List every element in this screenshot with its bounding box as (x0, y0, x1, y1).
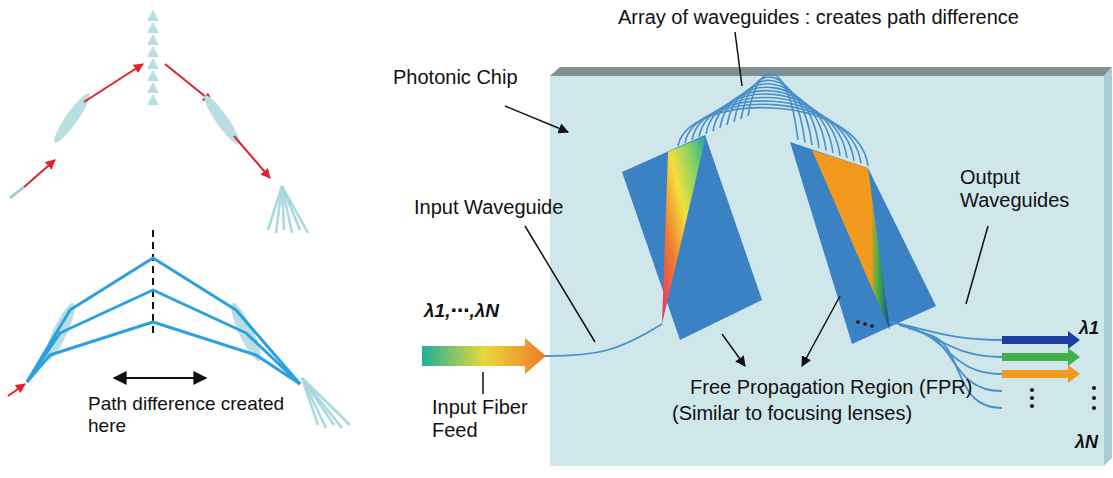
wavelength-label: λ1 (1079, 318, 1109, 339)
free-propagation-region (622, 135, 936, 344)
output-arrows (1002, 331, 1096, 410)
arrayed-waveguide (713, 91, 833, 153)
arrayed-waveguide (741, 77, 805, 143)
grating-facet (147, 58, 159, 69)
callout-label: Input Waveguide (414, 196, 594, 219)
arrayed-waveguide (699, 97, 847, 158)
callout-label: Photonic Chip (393, 66, 533, 89)
grating-facet (147, 10, 159, 21)
grating-facet (147, 82, 159, 93)
grating-facet (147, 46, 159, 57)
photonic-chip (550, 67, 1112, 466)
callout-label: Array of waveguides : creates path diffe… (618, 6, 1108, 29)
grating-facet (147, 22, 159, 33)
arrayed-waveguide (748, 74, 798, 140)
grating (147, 10, 159, 105)
grating-facet (147, 94, 159, 105)
wavelength-label: λ1,⋯,λN (424, 300, 544, 322)
wavelength-label: λN (1075, 432, 1109, 453)
detector-fan (268, 186, 308, 233)
detector-fan (302, 378, 350, 428)
callout-label: (Similar to focusing lenses) (672, 402, 972, 425)
arrayed-waveguide (692, 101, 854, 161)
grating-facet (147, 34, 159, 45)
callout-label: Output Waveguides (960, 166, 1095, 212)
output-waveguide (908, 328, 1002, 374)
callout-label: Path difference created here (88, 393, 288, 437)
grating-facet (147, 70, 159, 81)
fan-stroke (302, 378, 350, 425)
fan-stroke (282, 186, 308, 233)
arrayed-waveguide (720, 87, 826, 150)
callout-label: Free Propagation Region (FPR) (690, 376, 990, 399)
input-feed (422, 324, 662, 374)
output-waveguide (890, 322, 1002, 340)
grating-spectrograph (10, 10, 308, 233)
callout-label: Input Fiber Feed (432, 396, 547, 442)
arrayed-waveguide (734, 80, 812, 145)
